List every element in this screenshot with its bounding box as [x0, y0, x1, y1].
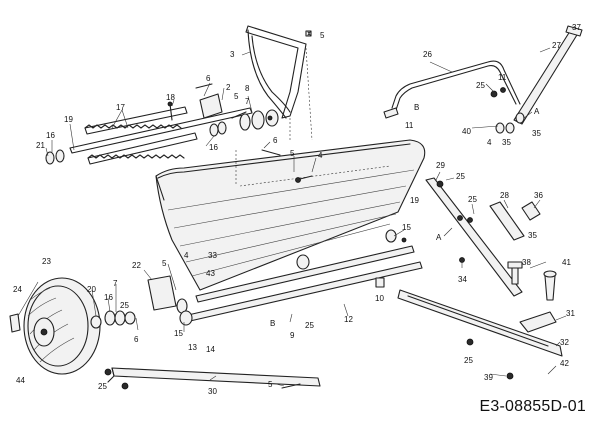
callout-label: 35	[528, 231, 537, 240]
callout-label: 25	[98, 382, 107, 391]
callout-label: 2	[226, 83, 231, 92]
callout-label: A	[436, 233, 442, 242]
hopper-frame	[245, 25, 313, 141]
callout-label: 9	[290, 331, 295, 340]
callout-label: 5	[268, 380, 273, 389]
callout-label: 11	[405, 121, 414, 130]
flow-control-plate	[187, 229, 423, 322]
leg	[104, 367, 321, 390]
callout-label: 21	[36, 141, 45, 150]
callout-label: 24	[13, 285, 22, 294]
callout-label: 8	[245, 84, 250, 93]
callout-label: 11	[498, 73, 507, 82]
callout-label: 16	[46, 131, 55, 140]
callout-label: 17	[116, 103, 125, 112]
gearbox-parts	[239, 109, 281, 156]
callout-label: 15	[402, 223, 411, 232]
drawing-reference-number: E3-08855D-01	[479, 398, 586, 415]
callout-label: 31	[566, 309, 575, 318]
callout-label: 34	[458, 275, 467, 284]
callout-label: 16	[209, 143, 218, 152]
callout-label: 25	[464, 356, 473, 365]
callout-label: 27	[552, 41, 561, 50]
callout-label: 5	[162, 259, 167, 268]
callout-label: A	[534, 107, 540, 116]
callout-label: 40	[462, 127, 471, 136]
leader-lines	[17, 47, 567, 387]
small-hardware	[167, 83, 407, 243]
callout-label: 18	[166, 93, 175, 102]
callout-label: 30	[208, 387, 217, 396]
callout-label: 6	[134, 335, 139, 344]
callout-label: 13	[188, 343, 197, 352]
callout-label: 20	[87, 285, 96, 294]
callout-label: 25	[305, 321, 314, 330]
callout-label: 5	[320, 31, 325, 40]
callout-label: 29	[436, 161, 445, 170]
callout-label: 32	[560, 338, 569, 347]
support-strut	[425, 177, 523, 297]
callout-label: 23	[42, 257, 51, 266]
callout-label: 10	[375, 294, 384, 303]
callout-label: 38	[522, 258, 531, 267]
right-frame	[397, 289, 563, 380]
right-bracket	[489, 201, 541, 241]
callout-label: 35	[532, 129, 541, 138]
callout-label: 4	[487, 138, 492, 147]
callout-label: 19	[410, 196, 419, 205]
callout-label: 12	[344, 315, 353, 324]
callout-label: 15	[174, 329, 183, 338]
callout-label: B	[270, 319, 275, 328]
hopper	[155, 139, 426, 291]
callout-label: 39	[484, 373, 493, 382]
callout-label: 36	[534, 191, 543, 200]
callout-label: 25	[456, 172, 465, 181]
callout-label: 14	[206, 345, 215, 354]
callout-labels: 5 3 6 2 5 18 8 7 17 19 16 21 16 6 5 4 26…	[13, 23, 581, 396]
callout-label: 25	[120, 301, 129, 310]
callout-label: 19	[64, 115, 73, 124]
callout-label: 4	[184, 251, 189, 260]
callout-label: 22	[132, 261, 141, 270]
callout-label: 16	[104, 293, 113, 302]
side-bracket	[147, 275, 193, 326]
callout-label: 7	[113, 279, 118, 288]
callout-label: 26	[423, 50, 432, 59]
handle	[490, 25, 583, 134]
agitator-assembly	[45, 93, 253, 165]
callout-label: 44	[16, 376, 25, 385]
callout-label: 43	[206, 269, 215, 278]
callout-label: 25	[468, 195, 477, 204]
callout-label: 5	[290, 149, 295, 158]
callout-label: B	[414, 103, 419, 112]
callout-label: 6	[273, 136, 278, 145]
axle-parts	[90, 310, 136, 329]
bolts	[459, 257, 557, 301]
callout-label: 28	[500, 191, 509, 200]
callout-label: 42	[560, 359, 569, 368]
callout-label: 7	[245, 97, 250, 106]
handle-tube	[383, 60, 521, 119]
callout-label: 6	[206, 74, 211, 83]
callout-label: 35	[502, 138, 511, 147]
wheel	[9, 277, 101, 375]
callout-label: 4	[318, 151, 323, 160]
callout-label: 5	[234, 92, 239, 101]
callout-label: 41	[562, 258, 571, 267]
callout-label: 37	[572, 23, 581, 32]
callout-label: 3	[230, 50, 235, 59]
callout-label: 25	[476, 81, 485, 90]
callout-label: 33	[208, 251, 217, 260]
